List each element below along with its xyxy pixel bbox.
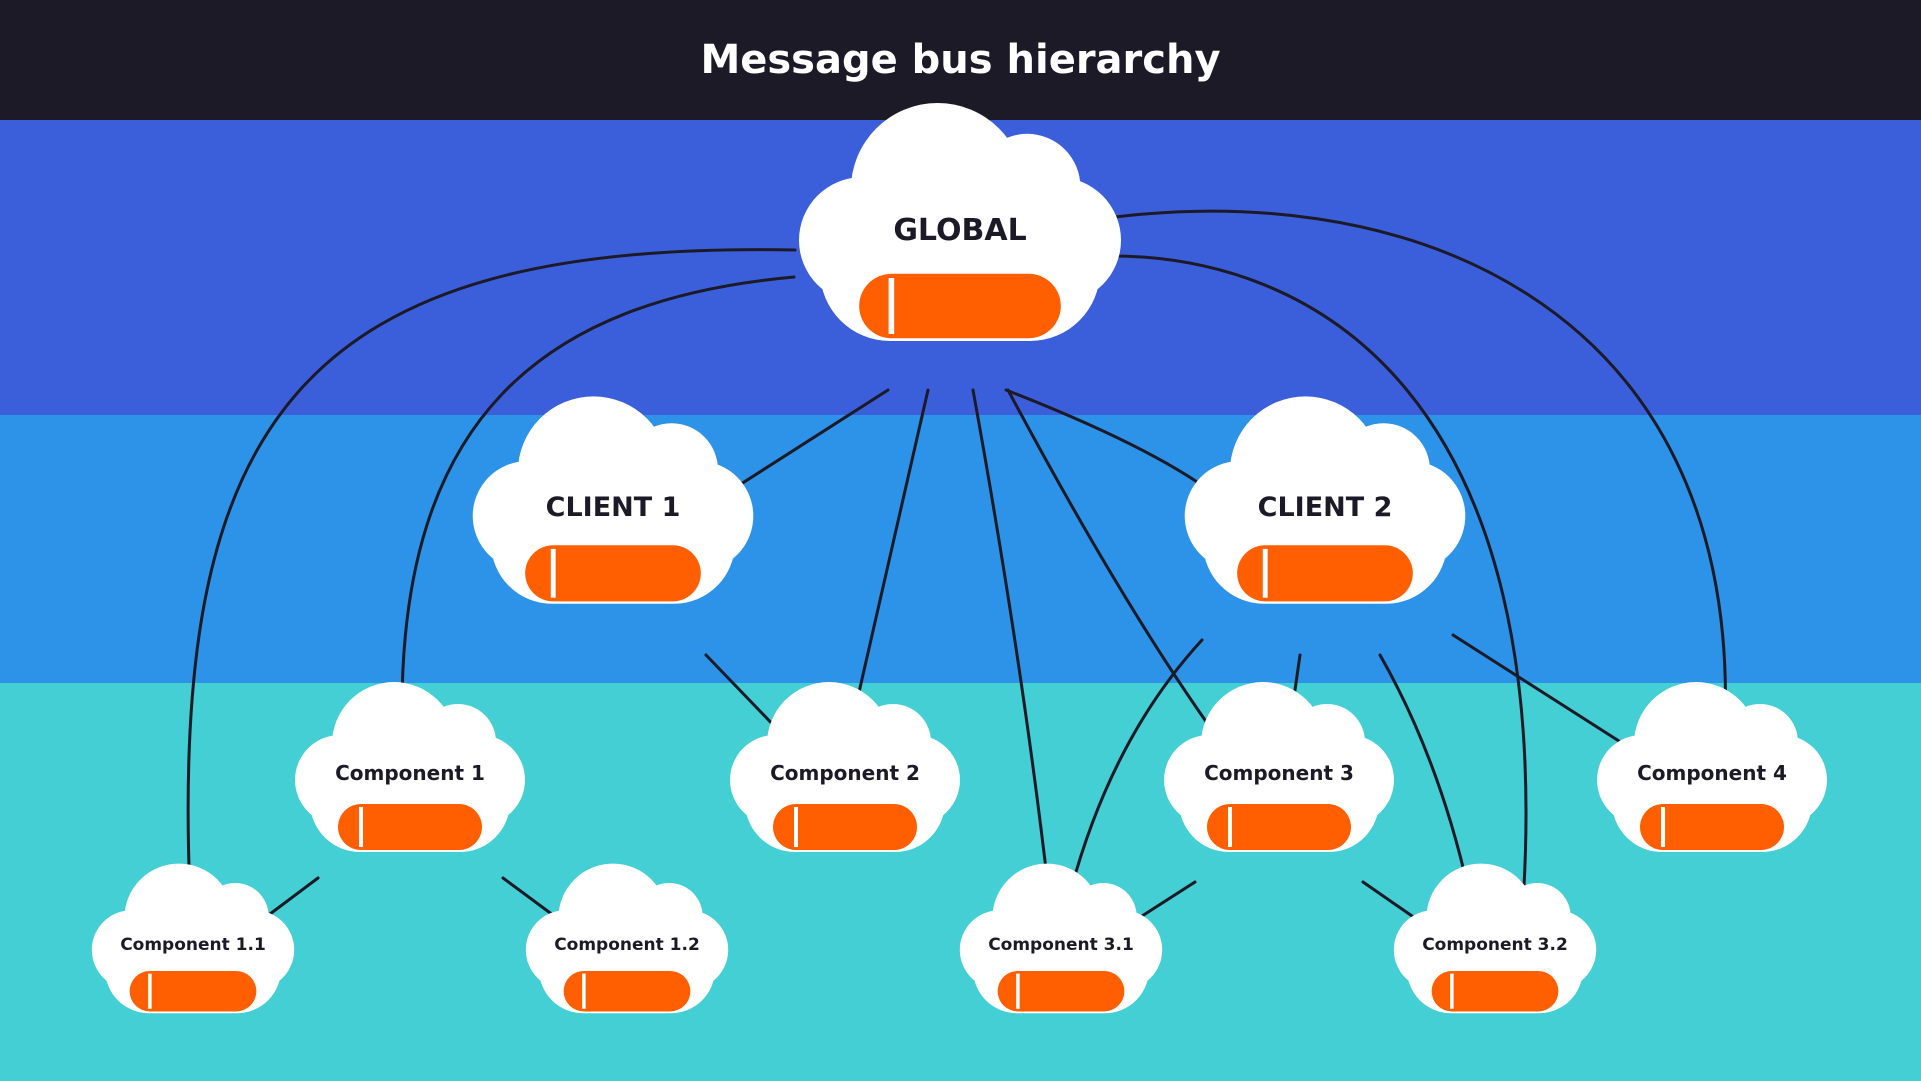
node-label: Component 3 <box>1204 761 1354 785</box>
message-bus-icon <box>1237 545 1413 602</box>
connection-global-to-component2 <box>850 388 930 725</box>
bus-nodes: GLOBAL CLIENT 1 CLIENT 2 Component 1 Compone… <box>91 103 1827 1014</box>
connection-client2-to-component4 <box>1451 633 1635 752</box>
node-label: GLOBAL <box>893 213 1026 248</box>
bus-node-client2: CLIENT 2 <box>1184 396 1466 604</box>
bus-node-component3: Component 3 <box>1164 682 1394 852</box>
message-bus-icon <box>859 273 1061 339</box>
message-bus-icon <box>338 804 482 850</box>
bus-node-component2: Component 2 <box>730 682 960 852</box>
connection-global-to-component31 <box>971 388 1051 897</box>
connection-lines <box>186 209 1727 927</box>
cloud-icon <box>1393 863 1597 1014</box>
message-bus-icon <box>525 545 701 602</box>
node-label: Component 3.2 <box>1422 935 1568 955</box>
message-bus-icon <box>1207 804 1351 850</box>
title-bar: Message bus hierarchy <box>0 0 1921 120</box>
page-title: Message bus hierarchy <box>700 37 1221 83</box>
connection-global-to-component3 <box>1006 388 1214 732</box>
bus-node-component1: Component 1 <box>295 682 525 852</box>
message-bus-icon <box>1431 970 1559 1012</box>
connection-global-to-component32 <box>1094 254 1528 920</box>
bus-node-component31: Component 3.1 <box>959 863 1163 1014</box>
node-label: Component 1.2 <box>554 935 700 955</box>
cloud-icon <box>799 103 1121 341</box>
connection-global-to-component1 <box>400 275 796 718</box>
node-label: Component 3.1 <box>988 935 1134 955</box>
connection-client2-to-component31 <box>1067 638 1204 899</box>
connection-global-to-client1 <box>714 388 890 502</box>
cloud-icon <box>295 682 525 852</box>
message-bus-icon <box>773 804 917 850</box>
bus-node-component12: Component 1.2 <box>525 863 729 1014</box>
bus-node-client1: CLIENT 1 <box>472 396 754 604</box>
connection-global-to-component4 <box>1078 209 1727 727</box>
connection-client1-to-component2 <box>704 653 784 736</box>
cloud-icon <box>91 863 295 1014</box>
connection-component1-to-component11 <box>260 876 320 922</box>
node-label: Component 1 <box>335 761 485 785</box>
bus-node-component4: Component 4 <box>1597 682 1827 852</box>
cloud-icon <box>1164 682 1394 852</box>
connection-client2-to-component32 <box>1378 653 1472 899</box>
node-label: CLIENT 1 <box>546 492 681 523</box>
node-label: Component 1.1 <box>120 935 266 955</box>
client-tier-band <box>0 415 1921 683</box>
bus-node-global: GLOBAL <box>799 103 1121 341</box>
node-label: CLIENT 2 <box>1258 492 1393 523</box>
message-bus-icon <box>129 970 257 1012</box>
message-bus-icon <box>1640 804 1784 850</box>
node-label: Component 2 <box>770 761 920 785</box>
connection-global-to-component11 <box>186 248 797 897</box>
bus-node-component32: Component 3.2 <box>1393 863 1597 1014</box>
bus-node-component11: Component 1.1 <box>91 863 295 1014</box>
connection-component1-to-component12 <box>501 876 559 920</box>
message-bus-icon <box>563 970 691 1012</box>
node-label: Component 4 <box>1637 761 1787 785</box>
message-bus-icon <box>997 970 1125 1012</box>
